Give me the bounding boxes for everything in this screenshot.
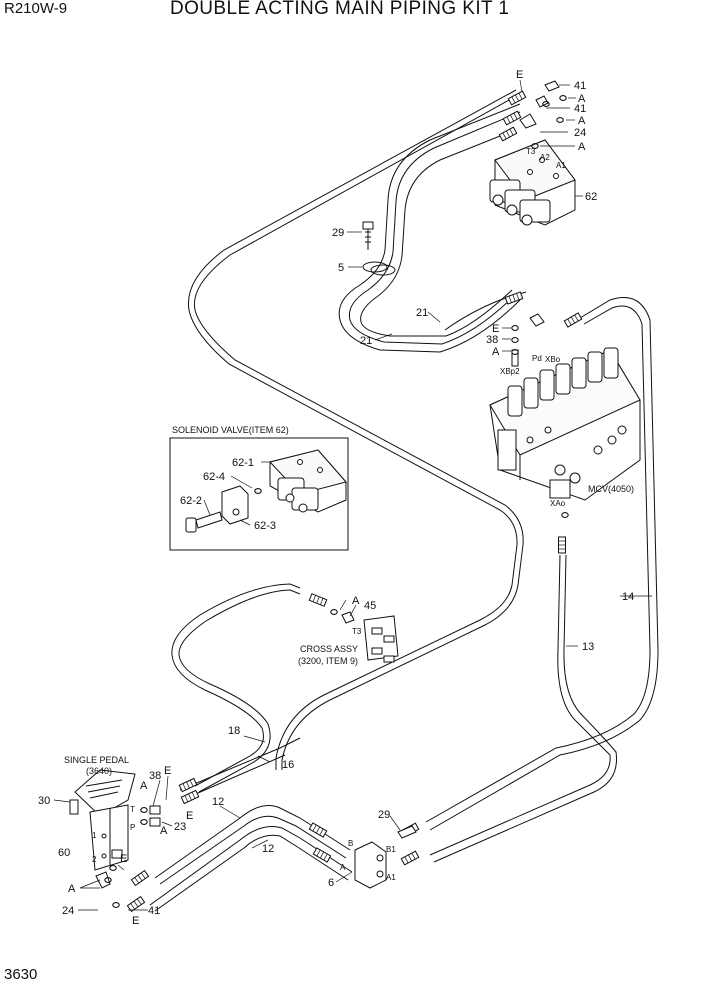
callout-E: E xyxy=(164,765,171,777)
page-number: 3630 xyxy=(4,966,38,983)
callout-29: 29 xyxy=(332,227,344,239)
callout-41: 41 xyxy=(574,80,586,92)
port-1: 1 xyxy=(92,831,97,840)
port-A: A xyxy=(340,863,346,872)
callout-21: 21 xyxy=(360,335,372,347)
callout-14: 14 xyxy=(622,591,634,603)
o-ring xyxy=(511,337,519,343)
page-title: DOUBLE ACTING MAIN PIPING KIT 1 xyxy=(170,0,510,19)
clamp-bolt xyxy=(362,221,374,250)
main-control-valve xyxy=(489,347,641,501)
callout-62-2: 62-2 xyxy=(180,495,202,507)
solenoid-valve-assembly xyxy=(489,139,576,226)
port-XAo: XAo xyxy=(550,499,566,508)
callout-A: A xyxy=(578,115,586,127)
o-ring xyxy=(556,117,564,123)
callout-24: 24 xyxy=(574,127,586,139)
callout-60: 60 xyxy=(58,847,70,859)
port-T3: T3 xyxy=(526,147,536,156)
callout-E: E xyxy=(492,323,499,335)
mcv-caption: MCV(4050) xyxy=(588,484,634,494)
callout-A: A xyxy=(160,825,168,837)
callout-16: 16 xyxy=(282,759,294,771)
port-marks: A2 A1 T3 Pd XBo XBp2 XAo B A B1 A1 T P 1… xyxy=(92,147,566,882)
callout-38: 38 xyxy=(486,334,498,346)
o-ring xyxy=(140,807,148,813)
callout-E: E xyxy=(132,915,139,927)
callout-62-3: 62-3 xyxy=(254,520,276,532)
callout-41: 41 xyxy=(574,103,586,115)
model-code: R210W-9 xyxy=(4,0,68,17)
cross-caption-sub: (3200, ITEM 9) xyxy=(298,656,358,666)
callout-A: A xyxy=(492,346,500,358)
callout-45: 45 xyxy=(364,600,376,612)
o-ring xyxy=(140,819,148,825)
callout-62-4: 62-4 xyxy=(203,471,225,483)
callout-A: A xyxy=(578,141,586,153)
callout-29: 29 xyxy=(378,809,390,821)
callout-A: A xyxy=(578,93,586,105)
clamp xyxy=(362,261,396,276)
callouts: 41 A 41 A 24 A E 62 29 5 21 21 E 38 A 62… xyxy=(38,69,634,927)
callout-62-1: 62-1 xyxy=(232,457,254,469)
port-A1: A1 xyxy=(556,161,566,170)
manifold-block xyxy=(354,841,387,889)
port-T3: T3 xyxy=(352,627,362,636)
port-T: T xyxy=(130,805,135,814)
o-ring xyxy=(254,488,262,494)
callout-41: 41 xyxy=(148,905,160,917)
bolt-29b xyxy=(397,825,417,839)
port-XBp2: XBp2 xyxy=(500,367,520,376)
solenoid-inset-frame xyxy=(169,437,349,551)
o-ring xyxy=(112,902,120,908)
captions: SOLENOID VALVE(ITEM 62) MCV(4050) CROSS … xyxy=(64,425,634,776)
port-A1: A1 xyxy=(386,873,396,882)
o-ring xyxy=(561,512,569,518)
callout-E: E xyxy=(120,853,127,865)
callout-12: 12 xyxy=(262,843,274,855)
port-A2: A2 xyxy=(540,153,550,162)
callout-12: 12 xyxy=(212,796,224,808)
callout-13: 13 xyxy=(582,641,594,653)
port-B1: B1 xyxy=(386,845,396,854)
cross-assembly xyxy=(341,611,399,663)
port-Pd: Pd xyxy=(532,354,542,363)
hose-lines xyxy=(149,89,659,912)
callout-A: A xyxy=(140,780,148,792)
callout-21: 21 xyxy=(416,307,428,319)
callout-18: 18 xyxy=(228,725,240,737)
callout-23: 23 xyxy=(174,821,186,833)
port-2: 2 xyxy=(92,855,97,864)
callout-A: A xyxy=(352,595,360,607)
callout-E: E xyxy=(516,69,523,81)
port-P: P xyxy=(130,823,135,832)
solenoid-caption: SOLENOID VALVE(ITEM 62) xyxy=(172,425,289,435)
callout-30: 30 xyxy=(38,795,50,807)
pedal-caption: SINGLE PEDAL xyxy=(64,755,129,765)
callout-24: 24 xyxy=(62,905,74,917)
callout-38: 38 xyxy=(149,770,161,782)
port-B: B xyxy=(348,839,353,848)
callout-62: 62 xyxy=(585,191,597,203)
o-ring xyxy=(109,865,117,871)
pedal-caption-sub: (3640) xyxy=(86,766,112,776)
callout-E: E xyxy=(186,810,193,822)
o-ring xyxy=(511,325,519,331)
callout-6: 6 xyxy=(328,877,334,889)
cross-caption: CROSS ASSY xyxy=(300,644,358,654)
solenoid-inset-valve xyxy=(185,449,347,533)
pedal-fittings xyxy=(95,805,161,889)
port-XBo: XBo xyxy=(545,355,561,364)
o-ring xyxy=(559,95,567,101)
callout-5: 5 xyxy=(338,262,344,274)
top-fittings xyxy=(519,80,560,129)
leader-lines xyxy=(53,79,652,911)
o-ring xyxy=(330,609,338,615)
callout-A: A xyxy=(68,883,76,895)
